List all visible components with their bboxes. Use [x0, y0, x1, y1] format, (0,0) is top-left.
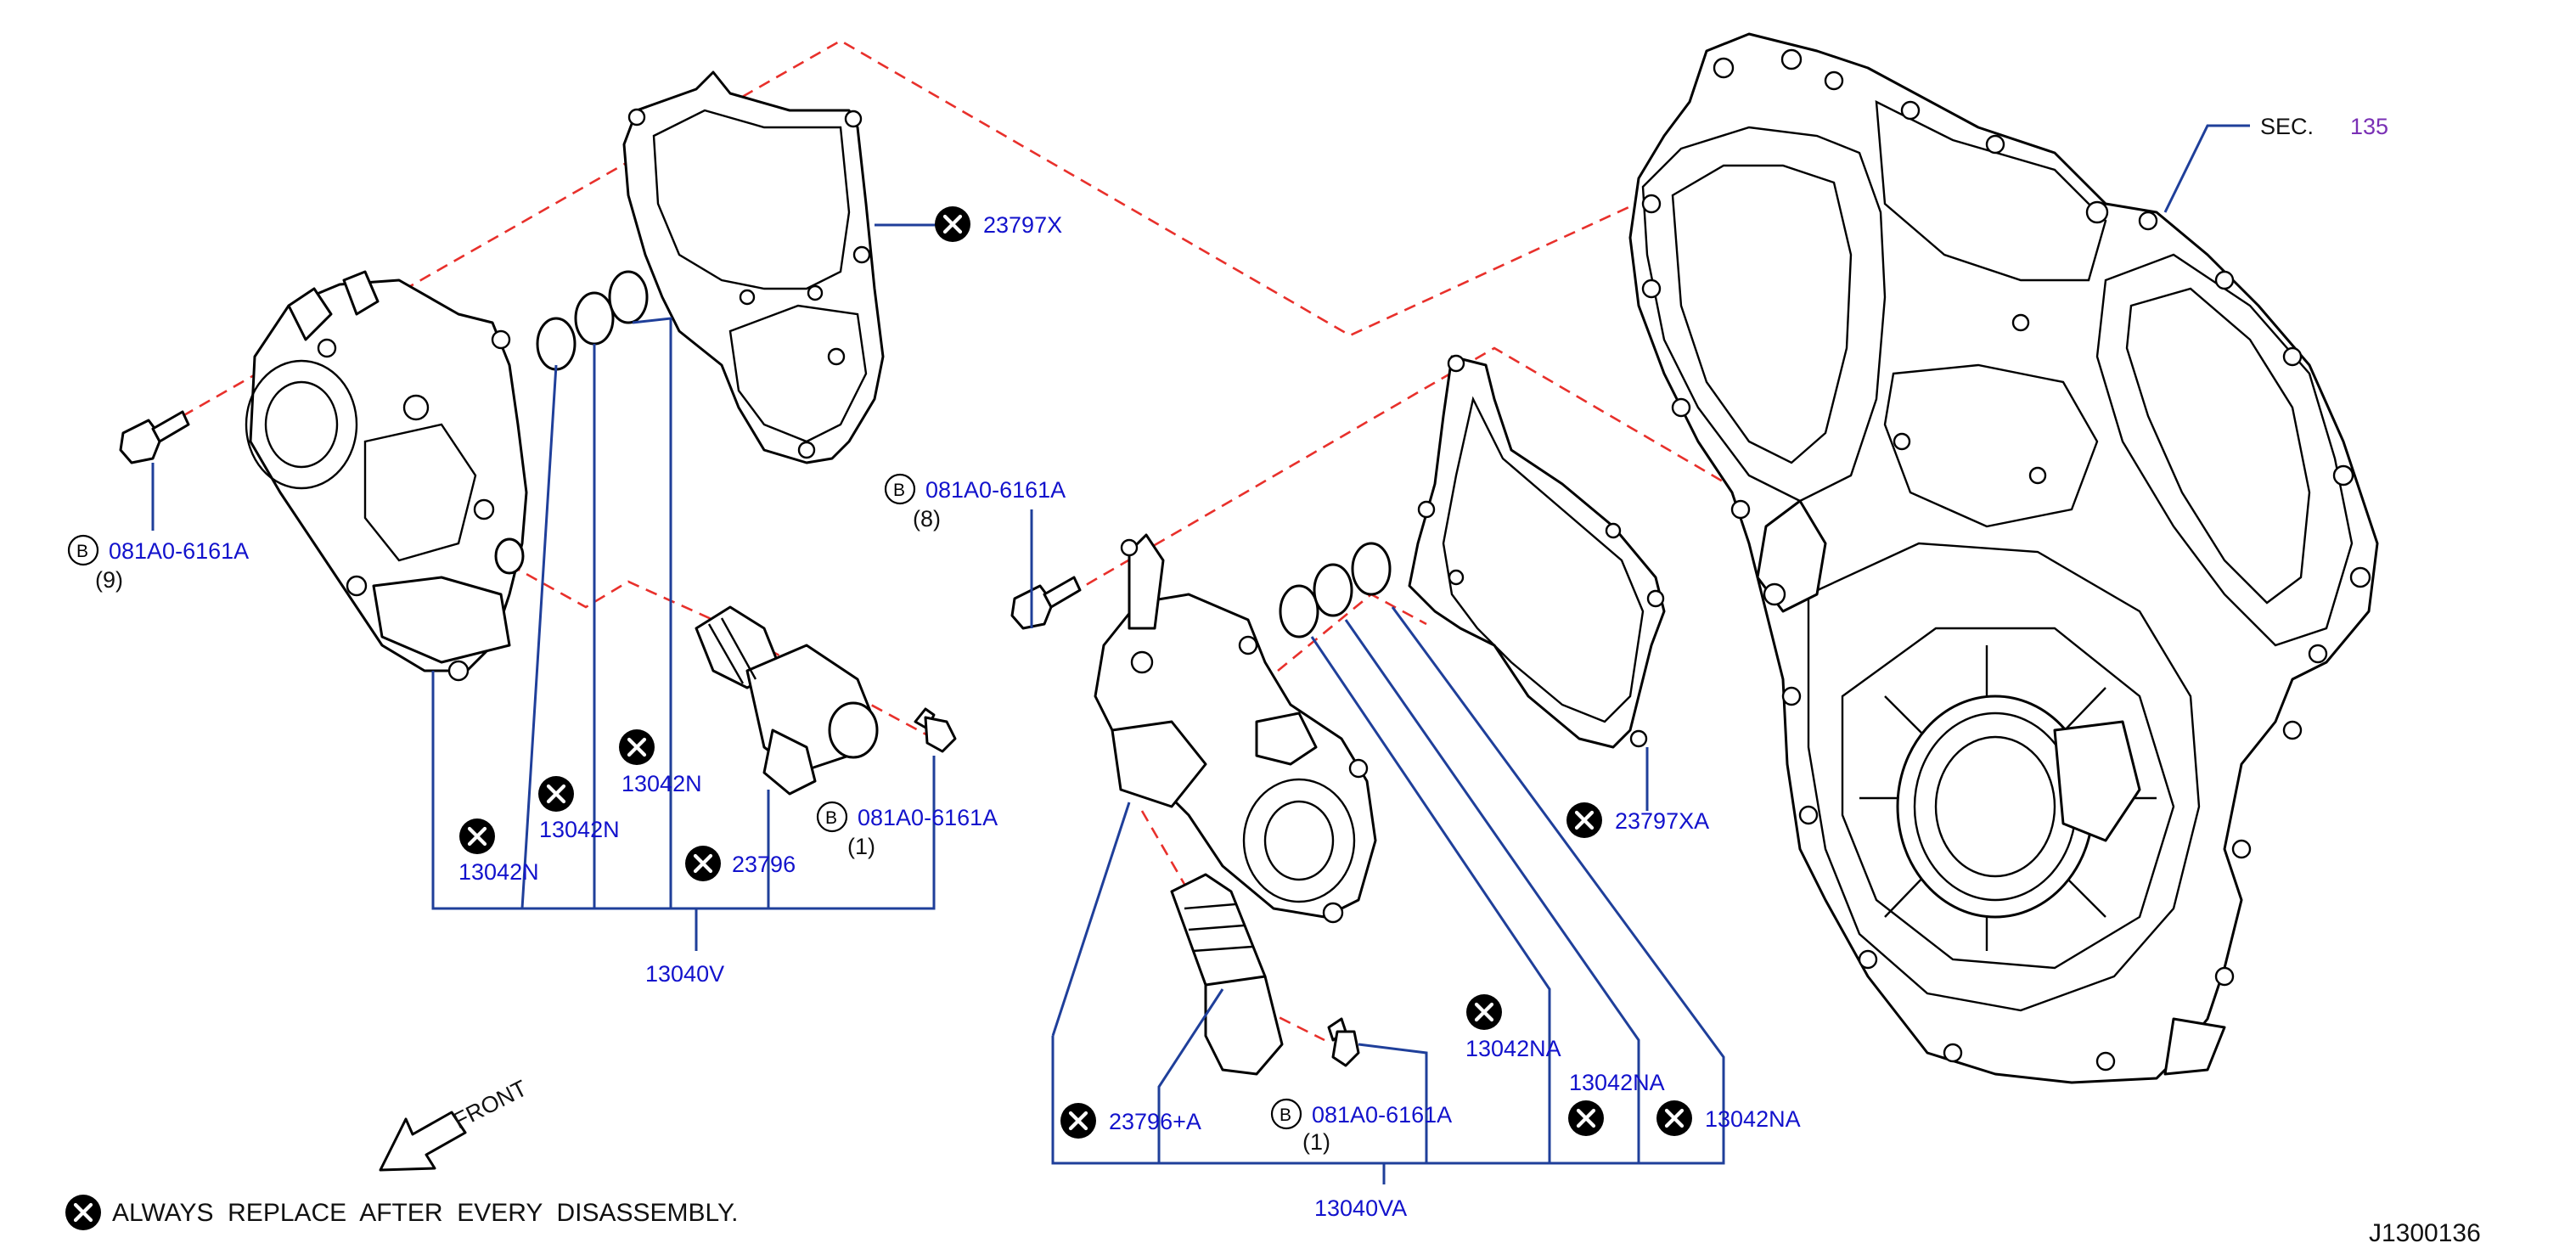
o-rings-right	[1279, 542, 1392, 638]
callout-assembly-right: 13040VA	[1314, 1195, 1407, 1221]
drawing-code: J1300136	[2369, 1219, 2481, 1247]
gasket-right	[1408, 354, 1666, 749]
section-number: 135	[2350, 114, 2388, 139]
part-number-oring-right-3: 13042NA	[1705, 1106, 1801, 1132]
gasket-left	[622, 70, 885, 464]
callout-gasket-left: 23797X	[935, 206, 1062, 242]
part-number-bolt-top-right: 081A0-6161A	[925, 477, 1066, 503]
solenoid-left	[695, 605, 879, 796]
bolt-top-right	[1010, 576, 1082, 630]
bolt-left	[119, 410, 190, 464]
cover-bolt-holes	[1641, 48, 2371, 1072]
bolt-solenoid-left	[914, 707, 957, 753]
part-number-bolt-solenoid-left: 081A0-6161A	[858, 805, 998, 830]
callout-bolt-solenoid-left: B 081A0-6161A (1)	[816, 801, 998, 859]
bolt-marker-letter: B	[76, 542, 88, 561]
callout-oring-right-3: 13042NA	[1656, 1100, 1801, 1136]
bolt-solenoid-right	[1327, 1017, 1360, 1067]
callout-section-ref: SEC. 135	[2260, 114, 2388, 139]
callout-oring-left-1: 13042N	[458, 818, 539, 885]
part-number-gasket-right: 23797XA	[1615, 808, 1709, 834]
part-number-bolt-left: 081A0-6161A	[109, 538, 249, 564]
legend-text: ALWAYS REPLACE AFTER EVERY DISASSEMBLY.	[112, 1199, 739, 1227]
front-indicator: FRONT	[379, 1075, 532, 1172]
part-number-oring-left-3: 13042N	[622, 771, 702, 796]
callout-solenoid-right: 23796+A	[1060, 1103, 1201, 1139]
section-prefix: SEC.	[2260, 114, 2314, 139]
front-arrow-icon	[379, 1111, 467, 1172]
vtc-cover-left	[245, 270, 528, 682]
solenoid-right	[1170, 873, 1284, 1076]
part-number-oring-left-1: 13042N	[458, 859, 539, 885]
o-rings-left	[536, 270, 649, 371]
callout-bolt-left: B 081A0-6161A (9)	[67, 534, 249, 593]
quantity-bolt-top-right: (8)	[913, 506, 941, 532]
part-number-oring-right-1: 13042NA	[1465, 1036, 1561, 1061]
quantity-bolt-solenoid-right: (1)	[1302, 1129, 1330, 1155]
callout-bolt-solenoid-right: B 081A0-6161A (1)	[1270, 1098, 1452, 1155]
callout-gasket-right: 23797XA	[1566, 802, 1709, 838]
part-number-oring-left-2: 13042N	[539, 817, 620, 842]
bolt-marker-letter: B	[825, 808, 837, 828]
part-number-bolt-solenoid-right: 081A0-6161A	[1312, 1102, 1452, 1128]
callout-oring-left-2: 13042N	[538, 776, 620, 842]
replace-marker-icon	[65, 1195, 101, 1230]
callout-oring-right-1: 13042NA	[1465, 994, 1561, 1061]
part-number-solenoid-right: 23796+A	[1109, 1109, 1201, 1134]
part-number-assembly-right: 13040VA	[1314, 1195, 1407, 1221]
callout-solenoid-left: 23796	[685, 846, 796, 881]
callout-bolt-top-right: B 081A0-6161A (8)	[884, 473, 1066, 532]
part-number-gasket-left: 23797X	[983, 212, 1062, 238]
part-number-solenoid-left: 23796	[732, 852, 796, 877]
timing-chain-cover	[1628, 32, 2379, 1084]
quantity-bolt-left: (9)	[95, 567, 123, 593]
callout-assembly-left: 13040V	[645, 961, 724, 987]
callout-oring-left-3: 13042N	[619, 729, 702, 796]
vtc-cover-right	[1094, 533, 1377, 924]
legend: ALWAYS REPLACE AFTER EVERY DISASSEMBLY.	[65, 1195, 739, 1230]
bolt-marker-letter: B	[1280, 1105, 1291, 1125]
part-number-oring-right-2: 13042NA	[1569, 1070, 1665, 1095]
front-label: FRONT	[449, 1075, 531, 1133]
quantity-bolt-solenoid-left: (1)	[847, 834, 875, 859]
part-number-assembly-left: 13040V	[645, 961, 724, 987]
bolt-marker-letter: B	[893, 481, 905, 500]
leader-lines	[151, 124, 2250, 1184]
callout-oring-right-2: 13042NA	[1568, 1070, 1665, 1136]
